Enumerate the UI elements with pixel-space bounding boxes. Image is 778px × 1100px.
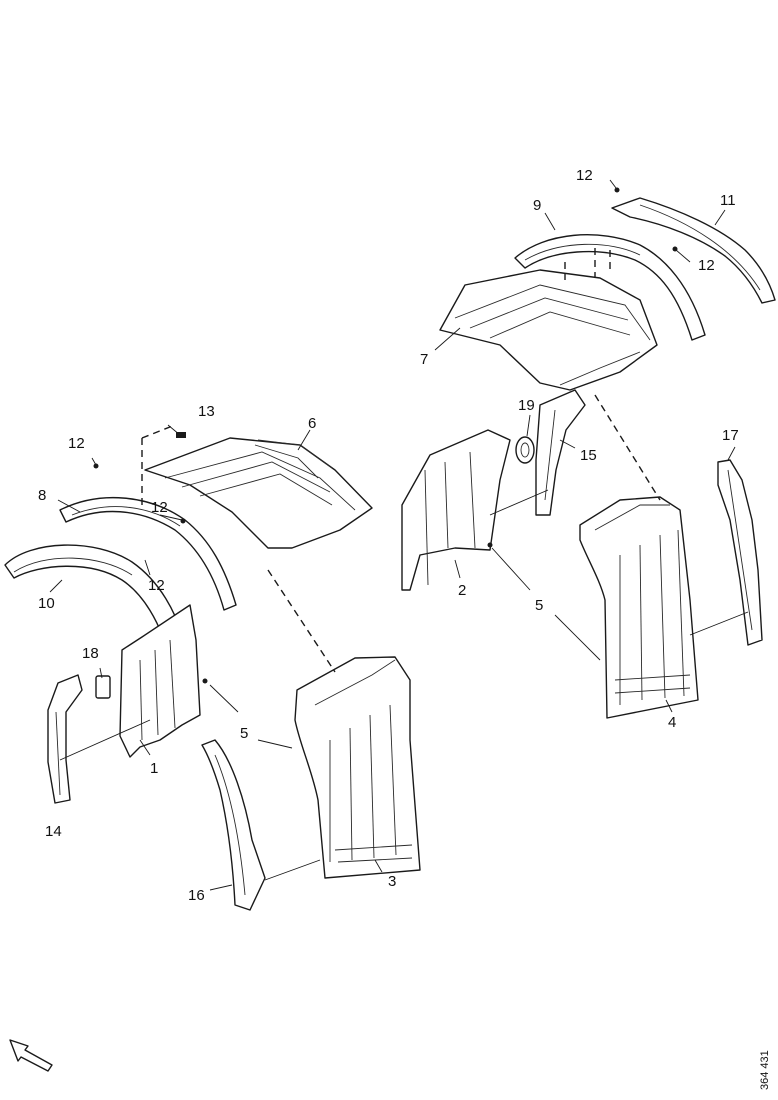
leader-lines	[49, 179, 749, 891]
part-2-front-panel-right	[401, 429, 511, 591]
callout-18: 18	[82, 645, 99, 662]
callout-3: 3	[388, 873, 396, 890]
callout-1: 1	[150, 760, 158, 777]
callout-5: 5	[535, 597, 543, 614]
callout-11: 11	[720, 192, 736, 209]
callout-19: 19	[518, 397, 535, 414]
part-4-mud-flap-right	[579, 496, 699, 719]
callout-2: 2	[458, 582, 466, 599]
document-id: 364 431	[759, 1050, 771, 1090]
callout-13: 13	[198, 403, 215, 420]
part-17-side-trim-right	[717, 459, 763, 646]
callout-14: 14	[45, 823, 62, 840]
part-3-mud-flap-left	[294, 656, 421, 879]
part-6-upper-liner-left	[144, 437, 373, 549]
part-16-flap-trim-left	[201, 739, 266, 911]
callout-16: 16	[188, 887, 205, 904]
assembly-lines	[141, 248, 661, 673]
callout-12: 12	[576, 167, 593, 184]
part-7-upper-liner-right	[439, 269, 658, 391]
callout-12: 12	[148, 577, 165, 594]
callout-labels: 12 8 10 12 12 13 6 18 14 1 5 16 3 12 9 1…	[38, 167, 739, 904]
part-18-clip	[95, 675, 111, 699]
part-14-side-trim-left	[47, 674, 83, 804]
callout-5: 5	[240, 725, 248, 742]
callout-7: 7	[420, 351, 428, 368]
part-15-arch-trim-right	[535, 389, 586, 516]
callout-10: 10	[38, 595, 55, 612]
callout-12: 12	[151, 499, 168, 516]
callout-17: 17	[722, 427, 739, 444]
part-19-grommet	[515, 436, 535, 464]
callout-12: 12	[698, 257, 715, 274]
callout-4: 4	[668, 714, 676, 731]
part-8-flare-strip-left	[59, 496, 237, 611]
callout-9: 9	[533, 197, 541, 214]
callout-8: 8	[38, 487, 46, 504]
callout-12: 12	[68, 435, 85, 452]
direction-arrow-icon	[9, 1039, 53, 1072]
part-11-arch-extension-right	[611, 197, 776, 304]
callout-15: 15	[580, 447, 597, 464]
part-1-front-panel-left	[119, 604, 201, 758]
callout-6: 6	[308, 415, 316, 432]
